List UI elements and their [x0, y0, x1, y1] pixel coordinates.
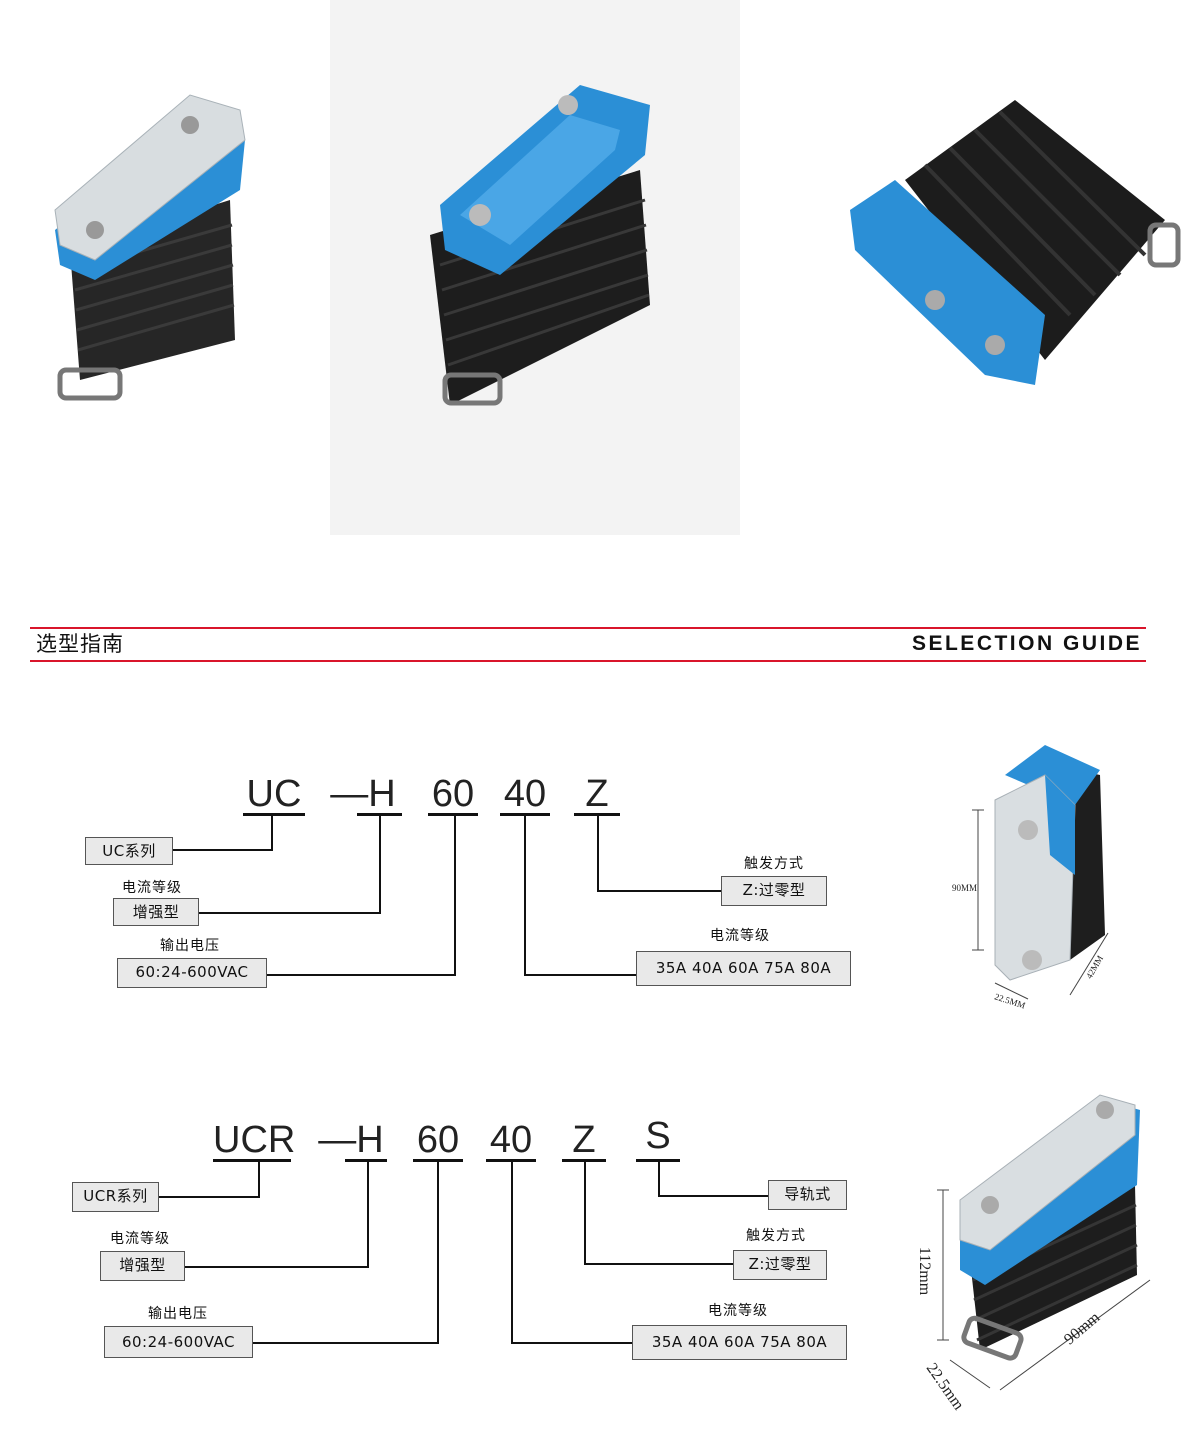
code-grade: —H: [330, 773, 396, 815]
voltage-label: 输出电压: [160, 938, 220, 954]
code-voltage: 60: [416, 1119, 460, 1161]
connector-line: [658, 1195, 770, 1197]
code-mount: S: [645, 1115, 671, 1157]
grade-label: 电流等级: [122, 880, 182, 896]
trigger-box: Z:过零型: [721, 876, 827, 906]
connector-line: [511, 1342, 633, 1344]
code-underline: [345, 1159, 387, 1162]
connector-line: [198, 912, 381, 914]
current-label: 电流等级: [708, 1303, 768, 1319]
relay-dimension-photo-2: [937, 1094, 1151, 1391]
connector-line: [271, 813, 273, 851]
code-series: UC: [246, 773, 302, 815]
mount-box: 导轨式: [768, 1180, 847, 1210]
relay-photo-angle: [430, 85, 650, 406]
connector-line: [584, 1263, 734, 1265]
connector-line: [511, 1159, 513, 1344]
connector-line: [584, 1159, 586, 1265]
header-rule-top: [30, 627, 1146, 629]
section-title-en: SELECTION GUIDE: [911, 632, 1142, 655]
relay-dimension-photo-1: [972, 745, 1109, 1000]
current-label: 电流等级: [710, 928, 770, 944]
header-rule-bottom: [30, 660, 1146, 662]
code-current: 40: [503, 773, 547, 815]
connector-line: [658, 1159, 660, 1197]
voltage-label: 输出电压: [148, 1306, 208, 1322]
connector-line: [172, 849, 273, 851]
relay-photo-top: [850, 100, 1181, 385]
voltage-box: 60:24-600VAC: [104, 1326, 253, 1358]
code-trigger: Z: [585, 773, 609, 815]
dim-height-1: 90MM: [952, 883, 978, 893]
series-box: UCR系列: [72, 1182, 159, 1212]
connector-line: [454, 813, 456, 976]
connector-line: [524, 813, 526, 976]
trigger-label: 触发方式: [744, 856, 804, 872]
connector-line: [437, 1159, 439, 1344]
section-title-cn: 选型指南: [36, 632, 124, 656]
code-voltage: 60: [431, 773, 475, 815]
connector-line: [184, 1266, 369, 1268]
connector-line: [258, 1159, 260, 1198]
grade-label: 电流等级: [110, 1231, 170, 1247]
code-grade: —H: [318, 1119, 384, 1161]
code-series: UCR: [213, 1119, 296, 1161]
current-box: 35A 40A 60A 75A 80A: [636, 951, 851, 986]
connector-line: [597, 813, 599, 892]
grade-box: 增强型: [113, 898, 199, 926]
grade-box: 增强型: [100, 1251, 185, 1281]
series-box: UC系列: [85, 837, 173, 865]
code-current: 40: [489, 1119, 533, 1161]
connector-line: [597, 890, 722, 892]
current-box: 35A 40A 60A 75A 80A: [632, 1325, 847, 1360]
connector-line: [367, 1159, 369, 1268]
connector-line: [158, 1196, 260, 1198]
voltage-box: 60:24-600VAC: [117, 958, 267, 988]
relay-photo-front: [54, 94, 246, 401]
code-underline: [213, 1159, 291, 1162]
connector-line: [266, 974, 456, 976]
code-underline: [428, 813, 478, 816]
trigger-label: 触发方式: [746, 1228, 806, 1244]
connector-line: [379, 813, 381, 914]
code-trigger: Z: [572, 1119, 596, 1161]
trigger-box: Z:过零型: [733, 1250, 827, 1280]
connector-line: [252, 1342, 439, 1344]
dim-height-2: 112mm: [916, 1246, 934, 1296]
connector-line: [524, 974, 637, 976]
code-underline: [243, 813, 305, 816]
